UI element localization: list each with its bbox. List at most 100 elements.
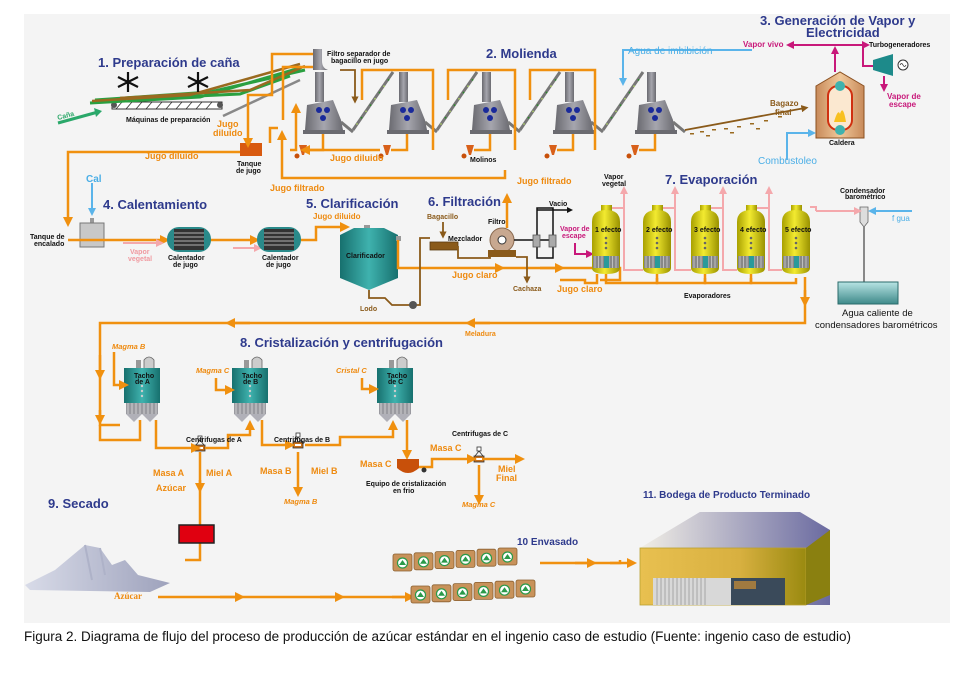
clarifier-label: Clarificador (346, 253, 385, 260)
heater-1-label-1: Calentador (168, 255, 205, 262)
sugar-bag (473, 582, 494, 600)
sugar-bag (515, 579, 536, 598)
miel-final-label-1: Miel (498, 464, 516, 474)
jugo-label: Jugo (217, 119, 239, 129)
masa-b-label: Masa B (260, 466, 292, 476)
liming-tank-label-2: encalado (34, 241, 64, 248)
section-title-clarificacion: 5. Clarificación (306, 196, 399, 211)
heater-2-label-2: de jugo (266, 262, 291, 269)
juice-transfer (604, 274, 659, 285)
vacuum-label: Vacio (549, 201, 567, 208)
rotary-vacuum-filter (488, 227, 516, 257)
juice-tank-label-2: de jugo (236, 168, 261, 175)
centrifuges-a-label: Centrifugas de A (186, 437, 242, 444)
mills-label: Molinos (470, 157, 497, 164)
juice-transfer (703, 274, 753, 285)
section-title-generacion-line1: 3. Generación de Vapor y (760, 13, 916, 28)
juice-flow-lines-top (63, 52, 597, 227)
live-steam-label: Vapor vivo (743, 40, 784, 49)
juice-to-clarifier (301, 222, 350, 242)
evaporator-effect-label: 3 efecto (694, 227, 720, 234)
sugar-bag (494, 580, 515, 599)
sugar-bag (410, 585, 431, 604)
sugar-bag (413, 552, 434, 571)
pump (294, 153, 300, 159)
sugar-bags (392, 547, 536, 604)
pump (544, 153, 550, 159)
intermediate-conveyor (518, 71, 562, 131)
water-label: f gua (892, 214, 910, 223)
liming-tank (79, 218, 105, 248)
vegetal-vapor-evap-label-2: vegetal (602, 181, 626, 188)
clear-juice-inlet (560, 274, 599, 285)
evaporator-effect-label: 5 efecto (785, 227, 811, 234)
evaporators-label: Evaporadores (684, 293, 731, 300)
bagasse-label-2: final (775, 108, 791, 117)
magma-b-input-label: Magma B (112, 342, 146, 351)
magma-b-output-label: Magma B (284, 497, 318, 506)
exhaust-steam-label-1: Vapor de (887, 92, 921, 101)
warehouse (639, 512, 830, 606)
intermediate-conveyor (435, 71, 479, 131)
bagacillo-filter (313, 49, 328, 70)
evaporator-effect-5: 5 efecto (782, 205, 811, 274)
vacuum-pan-label-1: Tacho (387, 373, 407, 380)
figure-caption: Figura 2. Diagrama de flujo del proceso … (24, 629, 852, 644)
clear-juice-label-2: Jugo claro (557, 284, 603, 294)
prep-machines-label: Máquinas de preparación (126, 117, 210, 124)
azucar-label: Azúcar (156, 483, 187, 493)
sugar-bag (476, 548, 497, 567)
mill-train (294, 71, 686, 159)
diluido-label: diluido (213, 128, 243, 138)
evaporator-effect-label: 4 efecto (740, 227, 766, 234)
boiler-label: Caldera (829, 140, 855, 147)
fuel-oil-label: Combustoleo (758, 156, 817, 167)
syrup-label: Meladura (465, 331, 496, 338)
section-title-secado: 9. Secado (48, 496, 109, 511)
miel-final-label-2: Final (496, 473, 517, 483)
masa-a-label: Masa A (153, 468, 185, 478)
escape-vapor-evap-label-2: escape (562, 233, 586, 240)
filter-separator-label-2: bagacillo en jugo (331, 58, 388, 65)
pump (461, 153, 467, 159)
dryer (178, 524, 215, 544)
bagasse-particles (690, 116, 782, 137)
sugar-bag (497, 547, 518, 566)
cachaza-label: Cachaza (513, 286, 542, 293)
section-title-preparacion: 1. Preparación de caña (98, 55, 240, 70)
evaporator-effect-4: 4 efecto (737, 186, 798, 285)
mud-label: Lodo (360, 306, 377, 313)
section-title-generacion-line2: Electricidad (806, 25, 880, 40)
mill-2 (378, 71, 479, 159)
hot-water-label-1: Agua caliente de (842, 308, 913, 319)
vacuum-pan-label-2: de A (135, 379, 150, 386)
cane-label: Caña (57, 111, 75, 122)
cold-crystallizer-label-1: Equipo de cristalización (366, 481, 446, 488)
miel-a-line (205, 420, 255, 450)
vacuum-system (514, 207, 573, 259)
masa-a-line (154, 420, 201, 453)
hot-water-label-2: condensadores barométricos (815, 320, 938, 331)
sugar-pile (25, 544, 170, 592)
masa-c-label-2: Masa C (430, 443, 462, 453)
section-title-evaporacion: 7. Evaporación (665, 172, 758, 187)
magma-c-input-label: Magma C (196, 366, 230, 375)
clear-juice-label-1: Jugo claro (452, 270, 498, 280)
section-title-calentamiento: 4. Calentamiento (103, 197, 207, 212)
evaporator-effect-label: 2 efecto (646, 227, 672, 234)
imbibition-water-label: Agua de imbibición (628, 46, 713, 57)
bagacillo-label: Bagacillo (427, 214, 458, 221)
section-title-bodega: 11. Bodega de Producto Terminado (643, 490, 810, 501)
cold-crystallizer-label-2: en frio (393, 488, 414, 495)
mixer-label: Mezclador (448, 236, 483, 243)
sugar-process-flow-diagram: 1. Preparación de caña 2. Molienda 3. Ge… (25, 13, 938, 606)
evaporator-effect-3: 3 efecto (691, 186, 753, 285)
pump (626, 153, 632, 159)
filter-separator-label-1: Filtro separador de (327, 51, 391, 58)
juice-tank (240, 143, 262, 156)
